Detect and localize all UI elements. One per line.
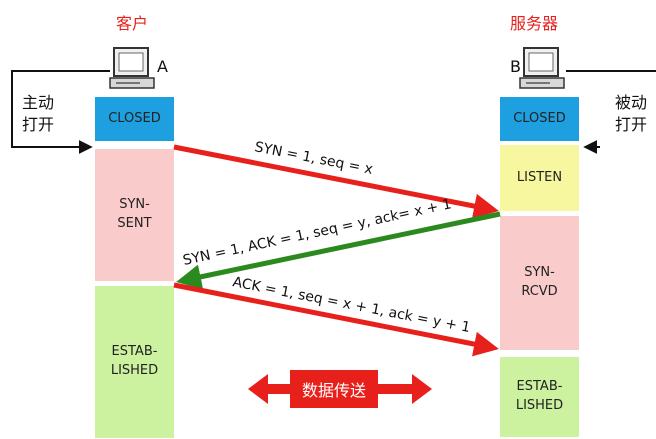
client-computer-icon xyxy=(109,47,155,89)
data-transfer-label: 数据传送 xyxy=(290,370,378,408)
message-arrow-syn-ack xyxy=(176,211,501,290)
data-transfer-arrow xyxy=(248,374,432,404)
server-state-listen: LISTEN xyxy=(500,145,579,211)
server-state-established: ESTAB- LISHED xyxy=(500,357,579,437)
server-computer-icon xyxy=(519,47,565,89)
client-state-established: ESTAB- LISHED xyxy=(95,286,174,438)
server-title: 服务器 xyxy=(510,14,559,33)
client-title: 客户 xyxy=(116,14,149,33)
message-arrow-syn xyxy=(173,144,499,219)
client-state-syn-sent: SYN- SENT xyxy=(95,149,174,281)
client-action-label: 主动 打开 xyxy=(22,93,55,134)
server-state-closed: CLOSED xyxy=(500,97,579,141)
message-arrow-ack xyxy=(173,282,499,357)
server-action-label: 被动 打开 xyxy=(615,93,648,134)
client-letter: A xyxy=(157,57,168,76)
server-letter: B xyxy=(510,57,521,76)
server-state-syn-rcvd: SYN- RCVD xyxy=(500,216,579,350)
client-open-arrow xyxy=(11,70,110,154)
client-state-closed: CLOSED xyxy=(95,97,174,141)
